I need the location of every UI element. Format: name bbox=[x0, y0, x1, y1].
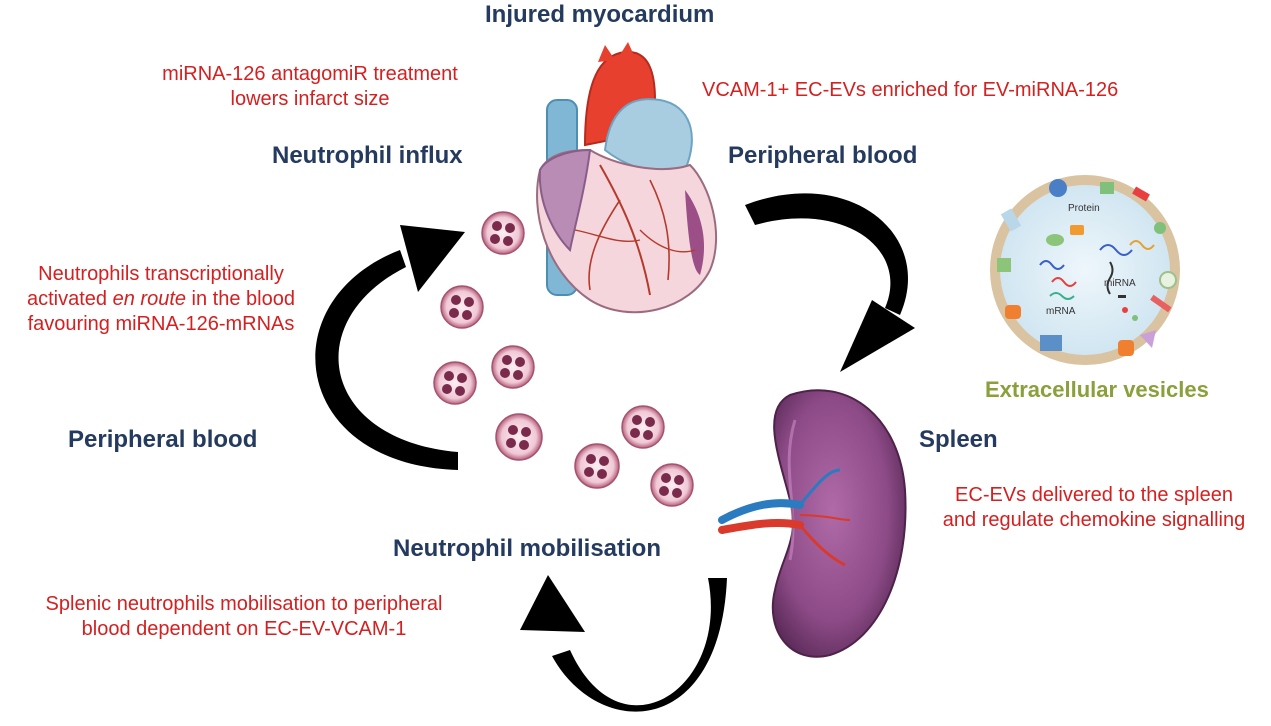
note-transcription-line1: Neutrophils transcriptionally bbox=[38, 263, 284, 285]
note-transcription-line2: activated en route in the blood bbox=[2, 287, 320, 312]
heart-icon bbox=[536, 42, 718, 314]
neutrophil-cell bbox=[491, 345, 535, 389]
label-neutrophil-influx: Neutrophil influx bbox=[272, 142, 463, 169]
arrow-spleen-to-blood bbox=[520, 575, 727, 712]
note-mobilisation: Splenic neutrophils mobilisation to peri… bbox=[4, 592, 484, 642]
neutrophil-cell bbox=[621, 405, 665, 449]
label-neutrophil-mobilisation: Neutrophil mobilisation bbox=[393, 535, 661, 562]
label-injured-myocardium: Injured myocardium bbox=[485, 1, 715, 28]
spleen-icon bbox=[718, 389, 907, 658]
note-spleen-ev: EC-EVs delivered to the spleen and regul… bbox=[918, 483, 1270, 533]
label-peripheral-blood-left: Peripheral blood bbox=[68, 426, 258, 453]
note-transcription-line3: favouring miRNA-126-mRNAs bbox=[27, 313, 295, 335]
label-extracellular-vesicles: Extracellular vesicles bbox=[985, 377, 1209, 402]
neutrophil-cell bbox=[495, 413, 543, 461]
note-mobilisation-line2: blood dependent on EC-EV-VCAM-1 bbox=[81, 618, 407, 640]
label-peripheral-blood-right: Peripheral blood bbox=[728, 142, 918, 169]
vesicle-label-mirna: miRNA bbox=[1104, 278, 1136, 289]
vesicle-label-mrna: mRNA bbox=[1046, 306, 1076, 317]
neutrophil-cell bbox=[433, 361, 477, 405]
note-spleen-ev-line2: and regulate chemokine signalling bbox=[942, 509, 1246, 531]
neutrophil-cell bbox=[650, 463, 694, 507]
neutrophil-cell bbox=[440, 285, 484, 329]
note-antagomir-line1: miRNA-126 antagomiR treatment bbox=[162, 63, 458, 85]
note-mobilisation-line1: Splenic neutrophils mobilisation to peri… bbox=[45, 593, 443, 615]
note-spleen-ev-line1: EC-EVs delivered to the spleen bbox=[955, 484, 1233, 506]
extracellular-vesicle-icon bbox=[990, 175, 1180, 365]
note-transcription-en-route: en route bbox=[112, 288, 186, 310]
note-antagomir-line2: lowers infarct size bbox=[230, 88, 390, 110]
arrow-blood-to-heart bbox=[315, 225, 465, 470]
neutrophil-cell bbox=[574, 443, 620, 489]
note-vcam-enriched: VCAM-1+ EC-EVs enriched for EV-miRNA-126 bbox=[702, 79, 1119, 101]
note-antagomir: miRNA-126 antagomiR treatment lowers inf… bbox=[130, 62, 490, 112]
vesicle-label-protein: Protein bbox=[1068, 203, 1100, 214]
note-transcription-activated: activated bbox=[27, 288, 113, 310]
neutrophil-cell bbox=[481, 211, 525, 255]
label-spleen: Spleen bbox=[919, 426, 998, 453]
neutrophil-cells bbox=[433, 211, 694, 507]
note-transcription: Neutrophils transcriptionally activated … bbox=[2, 262, 320, 337]
note-transcription-in-blood: in the blood bbox=[186, 288, 295, 310]
arrow-heart-to-spleen bbox=[745, 193, 915, 372]
